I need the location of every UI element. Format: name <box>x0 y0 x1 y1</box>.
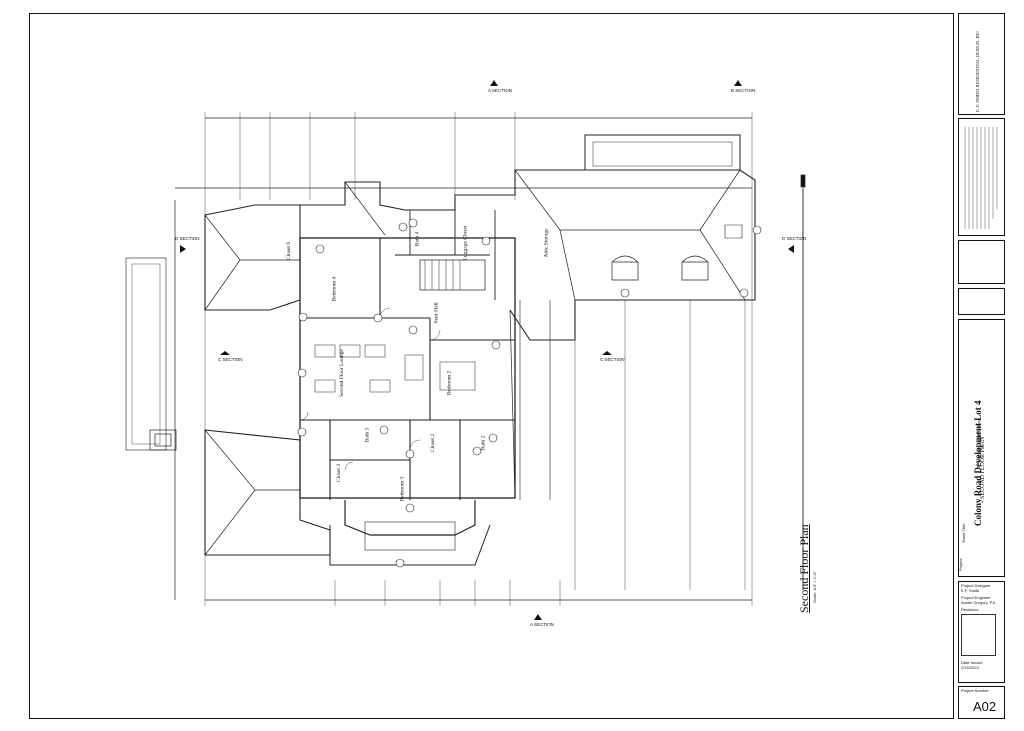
revisions-table <box>961 614 996 656</box>
sheet-title-label: Sheet Title: <box>961 522 966 543</box>
designer-name: E.F. Smith <box>961 588 980 593</box>
room-label-closet-2: Closet 2 <box>430 433 437 453</box>
section-label-a-bottom: A SECTION <box>530 622 555 627</box>
engineer-label: Project Engineer <box>961 595 991 600</box>
section-label-c-left: C SECTION <box>218 357 243 362</box>
sheet-number: A02 <box>973 699 997 714</box>
room-label-attic-storage: Attic Storage <box>543 228 550 258</box>
plan-scale: Scale: 1/4" = 1'-0" <box>812 571 817 603</box>
engineer-name: Austin Gregory, P.E. <box>961 600 997 605</box>
date-issued: 2/15/2022 <box>961 665 979 670</box>
section-label-b: B SECTION <box>731 88 756 93</box>
title-block-firm: E. F. SMITH RESIDENTIAL DESIGN, INC <box>958 13 1005 115</box>
room-label-bedroom-4: Bedroom 4 <box>331 276 338 302</box>
title-block-sheet-number: Project Number A02 <box>958 686 1005 719</box>
section-label-d-right: D SECTION <box>782 236 807 241</box>
date-issued-label: Date Issued <box>961 660 983 665</box>
room-label-bath-2: Bath 2 <box>480 435 487 451</box>
room-label-stair-hall: Stair Hall <box>433 302 440 324</box>
room-label-closet-3: Closet 3 <box>336 463 343 483</box>
room-label-bedroom-3: Bedroom 3 <box>399 476 406 502</box>
drawing-sheet-border <box>29 13 954 719</box>
title-block-empty-2 <box>958 288 1005 315</box>
room-label-closet-6: Closet 6 <box>286 241 293 261</box>
section-label-d-left: D SECTION <box>175 236 200 241</box>
project-number-label: Project Number <box>961 688 989 693</box>
room-label-luggage-closet: Luggage Closet <box>462 225 469 261</box>
plan-title: Second Floor Plan <box>797 524 811 613</box>
firm-name: E. F. SMITH RESIDENTIAL DESIGN, INC <box>975 30 980 112</box>
notes-text-lines <box>964 127 998 229</box>
project-label: Project: <box>958 557 963 571</box>
title-block-empty-1 <box>958 240 1005 284</box>
title-block-project: Project: Colony Road Development Lot 4 C… <box>958 319 1005 577</box>
room-label-bath-3: Bath 3 <box>364 427 371 443</box>
title-block-notes <box>958 118 1005 236</box>
section-label-c-right: C SECTION <box>600 357 625 362</box>
title-block-credits: Project Designer E.F. Smith Project Engi… <box>958 581 1005 683</box>
room-label-bedroom-2: Bedroom 2 <box>446 370 453 396</box>
room-label-second-floor-lounge: Second Floor Lounge <box>338 349 345 397</box>
designer-label: Project Designer <box>961 583 991 588</box>
room-label-bath-4: Bath 4 <box>414 231 421 247</box>
section-label-a: A SECTION <box>488 88 513 93</box>
sheet-title: SECOND FLOOR PLAN <box>980 436 986 499</box>
revisions-label: Revisions <box>961 607 979 612</box>
